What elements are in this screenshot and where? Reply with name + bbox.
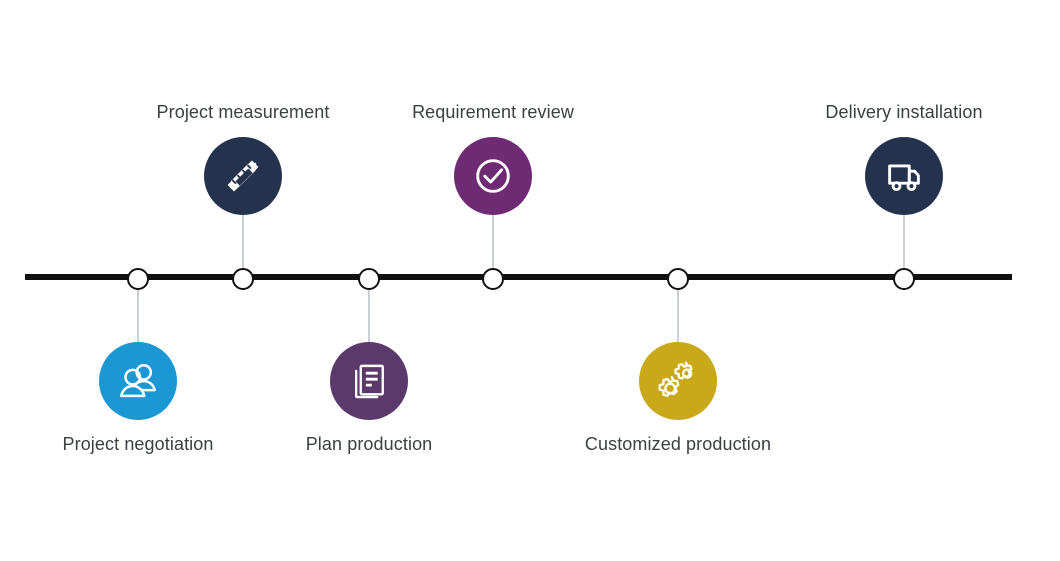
timeline-node-3[interactable] [358,268,380,290]
badge-requirement-review[interactable] [454,137,532,215]
badge-project-negotiation[interactable] [99,342,177,420]
timeline-axis [25,274,1012,280]
connector-step-2 [242,215,244,279]
connector-step-6 [903,215,905,279]
connector-step-5 [677,279,679,342]
connector-step-4 [492,215,494,279]
label-step-2: Project measurement [156,102,330,122]
users-icon [115,358,161,404]
timeline-node-4[interactable] [482,268,504,290]
timeline-node-2[interactable] [232,268,254,290]
badge-plan-production[interactable] [330,342,408,420]
badge-project-measurement[interactable] [204,137,282,215]
label-step-1: Project negotiation [62,434,214,454]
timeline-node-6[interactable] [893,268,915,290]
pencil-ruler-icon [220,153,266,199]
label-step-5: Customized production [584,434,772,454]
timeline-node-5[interactable] [667,268,689,290]
badge-customized-production[interactable] [639,342,717,420]
gears-icon [654,357,702,405]
documents-icon [347,359,391,403]
truck-icon [881,153,927,199]
connector-step-3 [368,279,370,342]
connector-step-1 [137,279,139,342]
label-step-3: Plan production [305,434,433,454]
label-step-6: Delivery installation [825,102,983,122]
label-step-4: Requirement review [412,102,574,122]
badge-delivery-installation[interactable] [865,137,943,215]
timeline-node-1[interactable] [127,268,149,290]
check-circle-icon [470,153,516,199]
